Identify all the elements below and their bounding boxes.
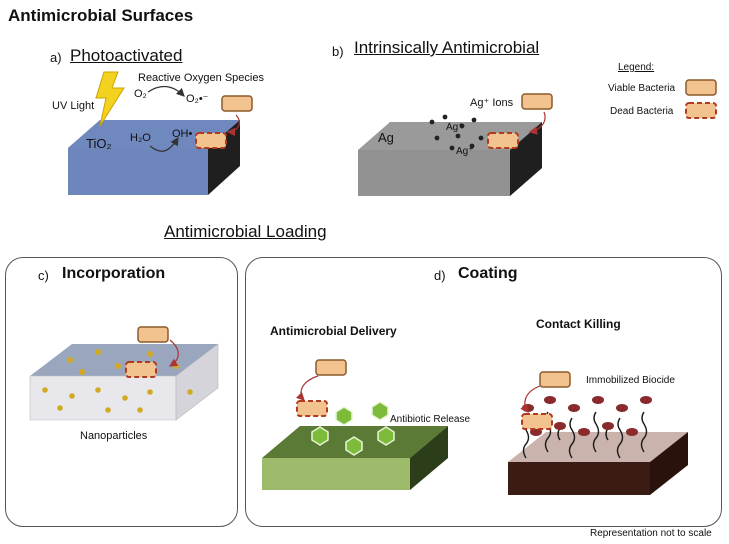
section-c-letter: c) (38, 268, 49, 283)
section-a-letter: a) (50, 50, 62, 65)
ros-label: Reactive Oxygen Species (138, 72, 264, 84)
antibiotic-release-label: Antibiotic Release (390, 414, 471, 425)
o2-label: O₂ (134, 88, 147, 100)
contact-title: Contact Killing (536, 317, 621, 331)
o2-arrow (147, 85, 185, 97)
antibiotic-hexagons (311, 401, 395, 456)
section-a-title: Photoactivated (70, 46, 183, 65)
uv-light-label: UV Light (52, 100, 95, 112)
ag-ions-label: Ag⁺ Ions (470, 97, 514, 109)
superoxide-label: O₂•⁻ (186, 93, 209, 105)
legend-viable-label: Viable Bacteria (608, 83, 676, 94)
section-b-title: Intrinsically Antimicrobial (354, 38, 540, 57)
immobilized-biocide-tethers (522, 411, 648, 459)
h2o-arrow (149, 136, 179, 152)
dead-bacteria-d1 (296, 400, 328, 417)
bacteria-fall-arrow-d1 (295, 375, 319, 401)
tio2-slab (68, 120, 240, 195)
legend-dead-swatch (685, 102, 717, 119)
uv-lightning-icon (95, 71, 125, 127)
contact-slab (508, 432, 688, 495)
loading-title: Antimicrobial Loading (164, 222, 327, 241)
ag-ion-label-2: Ag⁺ (456, 146, 474, 157)
footnote: Representation not to scale (590, 528, 712, 539)
legend-title: Legend: (618, 62, 655, 73)
section-b-letter: b) (332, 44, 344, 59)
viable-bacteria-a (221, 95, 253, 112)
biocide-label: Immobilized Biocide (586, 375, 675, 386)
ag-ion-label-1: Ag⁺ (446, 122, 464, 133)
section-c-title: Incorporation (62, 265, 166, 282)
nanoparticle-dots (42, 349, 193, 413)
ag-ion-dots (429, 114, 484, 151)
legend-dead-label: Dead Bacteria (610, 106, 674, 117)
delivery-slab (262, 426, 448, 490)
ag-label: Ag (378, 130, 394, 145)
tio2-slab-side (208, 120, 240, 195)
dead-bacteria-a (195, 132, 227, 149)
bacteria-fall-arrow-a (226, 114, 240, 137)
section-d-letter: d) (434, 268, 446, 283)
bacteria-fall-arrow-d2 (520, 385, 541, 413)
viable-bacteria-d1 (315, 359, 347, 376)
bacteria-fall-arrow-c (168, 339, 179, 367)
legend-viable-swatch (685, 79, 717, 96)
viable-bacteria-b (521, 93, 553, 110)
nanoparticles-label: Nanoparticles (80, 430, 148, 442)
tio2-label: TiO₂ (86, 136, 112, 151)
dead-bacteria-d2 (521, 413, 553, 430)
dead-bacteria-b (487, 132, 519, 149)
page-title: Antimicrobial Surfaces (8, 6, 194, 25)
viable-bacteria-c (137, 326, 169, 343)
bacteria-fall-arrow-b (528, 111, 546, 135)
h2o-label: H₂O (130, 132, 151, 144)
section-d-title: Coating (458, 265, 518, 282)
delivery-title: Antimicrobial Delivery (270, 324, 397, 338)
dead-bacteria-c (125, 361, 157, 378)
oh-label: OH• (172, 128, 193, 140)
viable-bacteria-d2 (539, 371, 571, 388)
